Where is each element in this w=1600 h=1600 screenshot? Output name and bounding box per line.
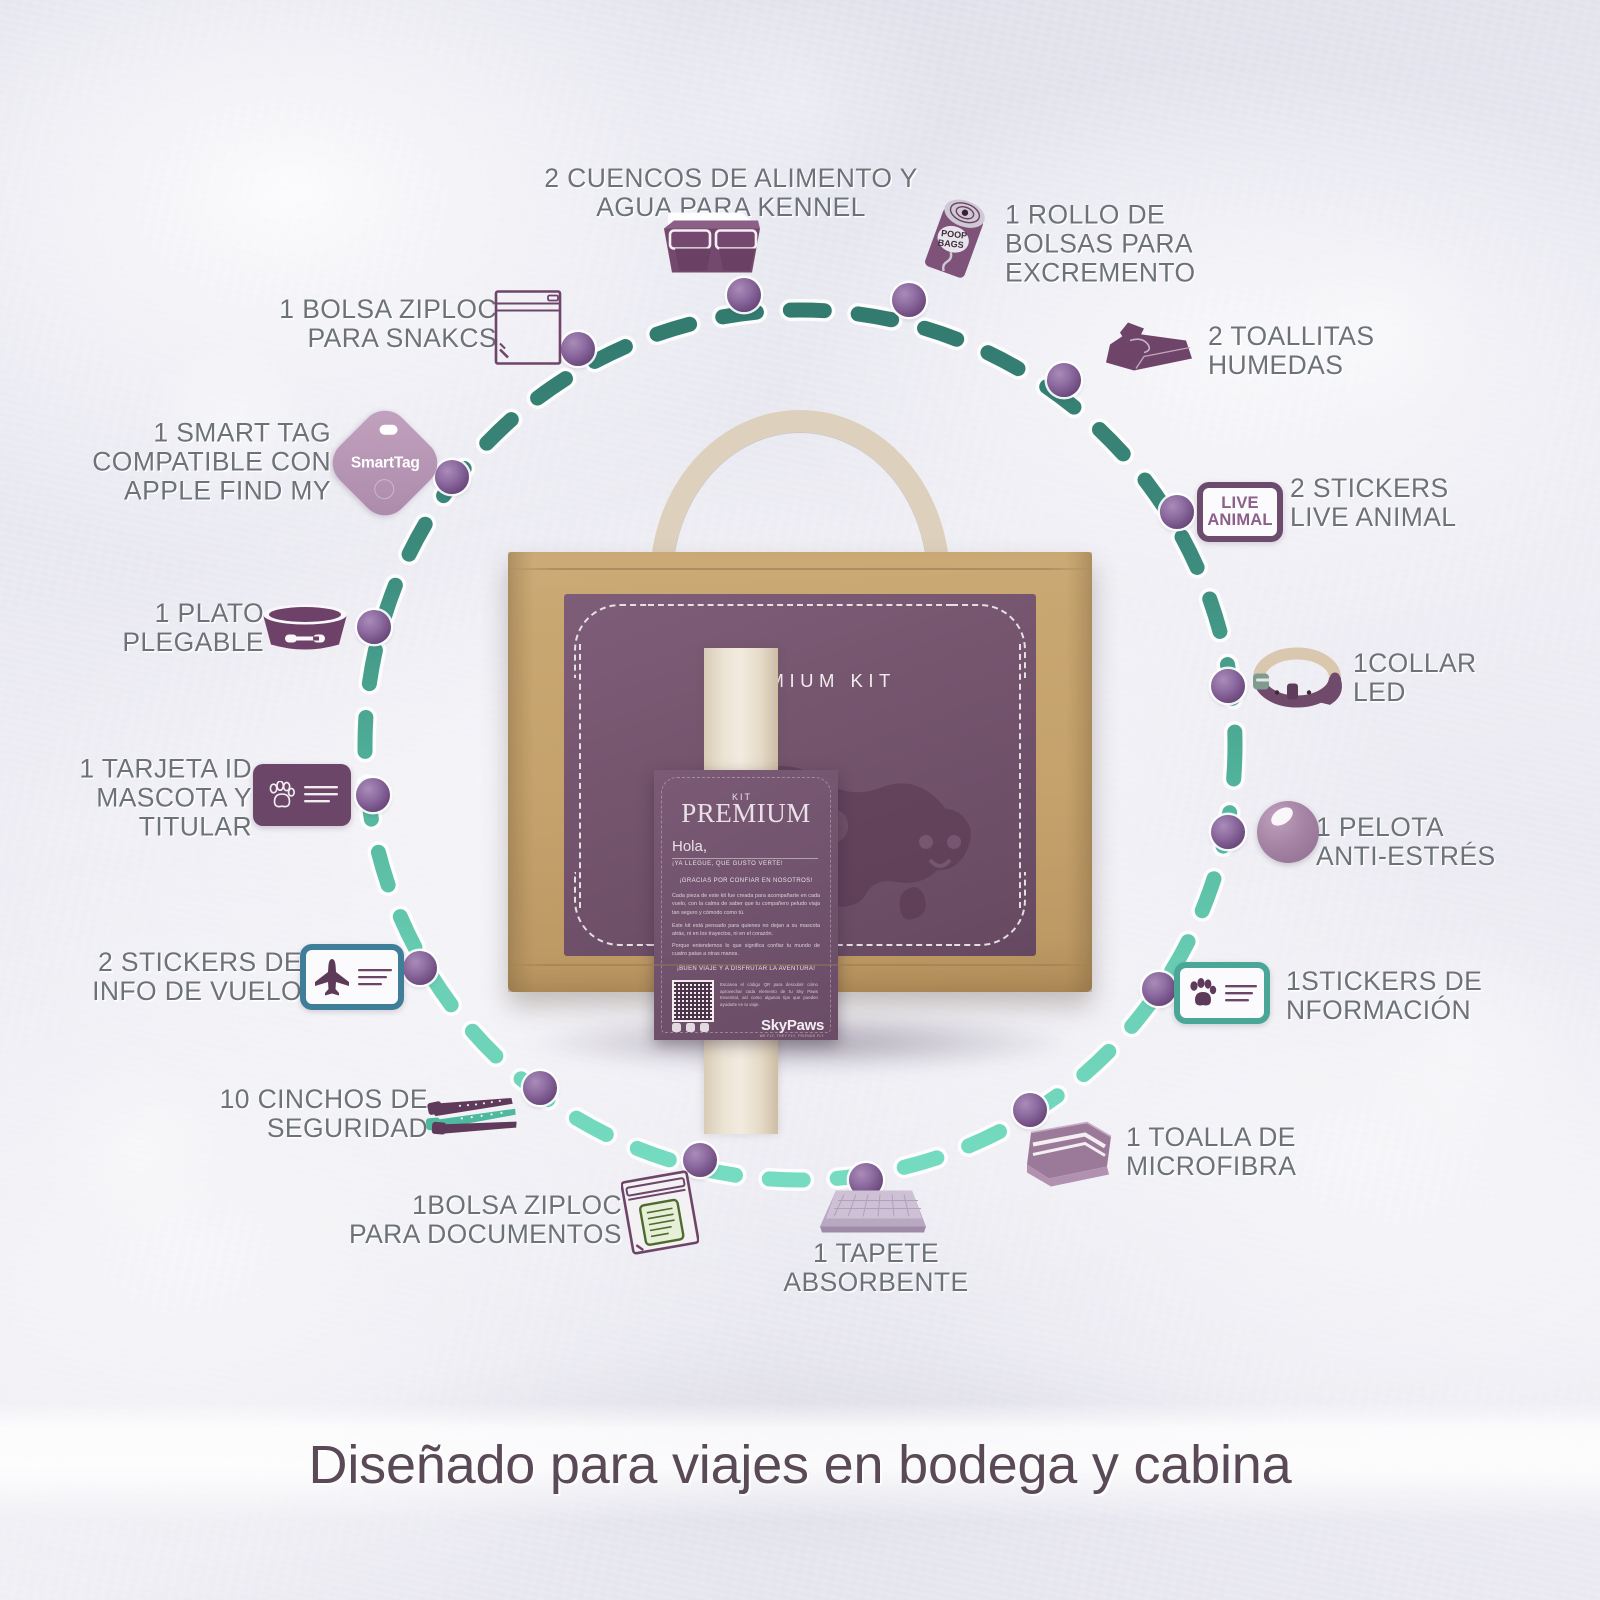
folding-bowl-icon [259, 601, 351, 658]
panel-corner [952, 604, 1026, 678]
paw-icon [1190, 978, 1217, 1006]
node-bullet [1142, 972, 1176, 1006]
facebook-icon [672, 1023, 681, 1032]
panel-edge-top [648, 604, 952, 606]
panel-corner [574, 872, 648, 946]
document-ziploc-icon [620, 1170, 700, 1260]
airplane-icon [315, 959, 349, 996]
node-bullet [403, 951, 437, 985]
card-heading: PREMIUM [681, 798, 811, 828]
page-tagline: Diseñado para viajes en bodega y cabina [308, 1435, 1292, 1495]
brand-logo: SkyPaws [761, 1017, 824, 1034]
card-eyebrow: KIT [731, 792, 753, 802]
card-paragraph: Este kit está pensado para quienes no de… [672, 923, 820, 938]
label-infosticker: 1STICKERS DE NFORMACIÓN [1286, 965, 1483, 1025]
card-thanks: ¡GRACIAS POR CONFIAR EN NOSOTROS! [679, 878, 813, 884]
label-bolsas: 1 ROLLO DE BOLSAS PARA EXCREMENTO [1005, 199, 1196, 288]
led-collar-icon [1239, 647, 1351, 725]
node-bullet [1211, 669, 1245, 703]
instagram-icon [686, 1023, 695, 1032]
qr-note: Escanea el código QR para descubrir cómo… [720, 982, 818, 1007]
flight-info-sticker-icon [300, 944, 404, 1010]
node-bullet [1211, 815, 1245, 849]
svg-text:POOP: POOP [941, 228, 968, 241]
label-toalla: 1 TOALLA DE MICROFIBRA [1126, 1121, 1297, 1181]
live-text: LIVE [1221, 494, 1259, 513]
snack-ziploc-icon [492, 288, 564, 373]
node-bullet [1013, 1093, 1047, 1127]
smart-tag-label: SmartTag [350, 454, 420, 471]
panel-edge-left [579, 644, 581, 908]
stress-ball-icon [1257, 801, 1319, 863]
node-bullet [1160, 495, 1194, 529]
lines-icon [358, 969, 392, 986]
card-rule [672, 858, 818, 859]
cardboard-box: PREMIUM KIT KIT PREMIUM Hola, ¡YA LLEGUE… [508, 552, 1092, 1134]
label-smarttag: 1 SMART TAG COMPATIBLE CON APPLE FIND MY [92, 417, 331, 506]
label-cinchos: 10 CINCHOS DE SEGURIDAD [219, 1083, 428, 1143]
node-bullet [561, 332, 595, 366]
node-bullet [523, 1071, 557, 1105]
node-bullet [1047, 363, 1081, 397]
lines-icon [1225, 985, 1257, 1002]
label-live: 2 STICKERS LIVE ANIMAL [1290, 472, 1457, 532]
label-plato: 1 PLATO PLEGABLE [122, 597, 264, 657]
panel-corner [952, 872, 1026, 946]
tagline-band [0, 1402, 1600, 1522]
card-paragraph: Porque entendemos lo que significa confi… [672, 943, 820, 958]
absorbent-mat-icon [818, 1187, 928, 1240]
node-bullet [357, 610, 391, 644]
poop-bag-roll-icon: POOP BAGS [921, 191, 993, 290]
label-tapete: 1 TAPETE ABSORBENTE [783, 1237, 969, 1297]
box-right-edge [1066, 552, 1092, 992]
zip-ties-icon [422, 1087, 522, 1148]
whatsapp-icon [700, 1023, 709, 1032]
microfiber-towel-icon [1021, 1113, 1119, 1192]
card-greeting: Hola, [672, 838, 708, 855]
paw-icon [269, 781, 295, 808]
node-bullet [892, 283, 926, 317]
pet-id-card-icon [253, 764, 351, 826]
label-pelota: 1 PELOTA ANTI-ESTRÉS [1316, 811, 1496, 871]
label-collar: 1COLLAR LED [1353, 647, 1477, 707]
label-vuelo: 2 STICKERS DE INFO DE VUELO [92, 946, 302, 1006]
paw-info-sticker-icon [1174, 962, 1270, 1024]
food-bowls-icon [662, 209, 766, 288]
label-docziploc: 1BOLSA ZIPLOC PARA DOCUMENTOS [348, 1189, 622, 1249]
node-bullet [356, 778, 390, 812]
label-tarjeta: 1 TARJETA ID MASCOTA Y TITULAR [79, 753, 252, 842]
live-animal-sticker-icon: LIVE ANIMAL [1197, 482, 1283, 542]
node-bullet [683, 1143, 717, 1177]
card-paragraph: Cada pieza de este kit fue creada para a… [672, 893, 820, 916]
qr-code [672, 980, 714, 1022]
welcome-card: KIT PREMIUM Hola, ¡YA LLEGUE, QUE GUSTO … [654, 770, 838, 1040]
node-bullet [727, 278, 761, 312]
label-toallitas: 2 TOALLITAS HUMEDAS [1208, 320, 1375, 380]
svg-text:BAGS: BAGS [937, 237, 964, 250]
premium-kit-package: PREMIUM KIT KIT PREMIUM Hola, ¡YA LLEGUE… [490, 410, 1110, 1134]
wet-wipes-icon [1100, 319, 1196, 382]
lines-icon [303, 786, 338, 803]
brand-tagline: WE FLY, THEY FLY, FRIENDS FLY [759, 1034, 824, 1038]
card-cta: ¡BUEN VIAJE Y A DISFRUTAR LA AVENTURA! [676, 966, 816, 972]
card-border [661, 777, 831, 1033]
label-snackziploc: 1 BOLSA ZIPLOC PARA SNAKCS [279, 293, 497, 353]
node-bullet [435, 460, 469, 494]
animal-text: ANIMAL [1207, 511, 1273, 529]
card-subtitle: ¡YA LLEGUE, QUE GUSTO VERTE! [672, 861, 784, 867]
box-left-edge [508, 552, 534, 992]
panel-corner [574, 604, 648, 678]
